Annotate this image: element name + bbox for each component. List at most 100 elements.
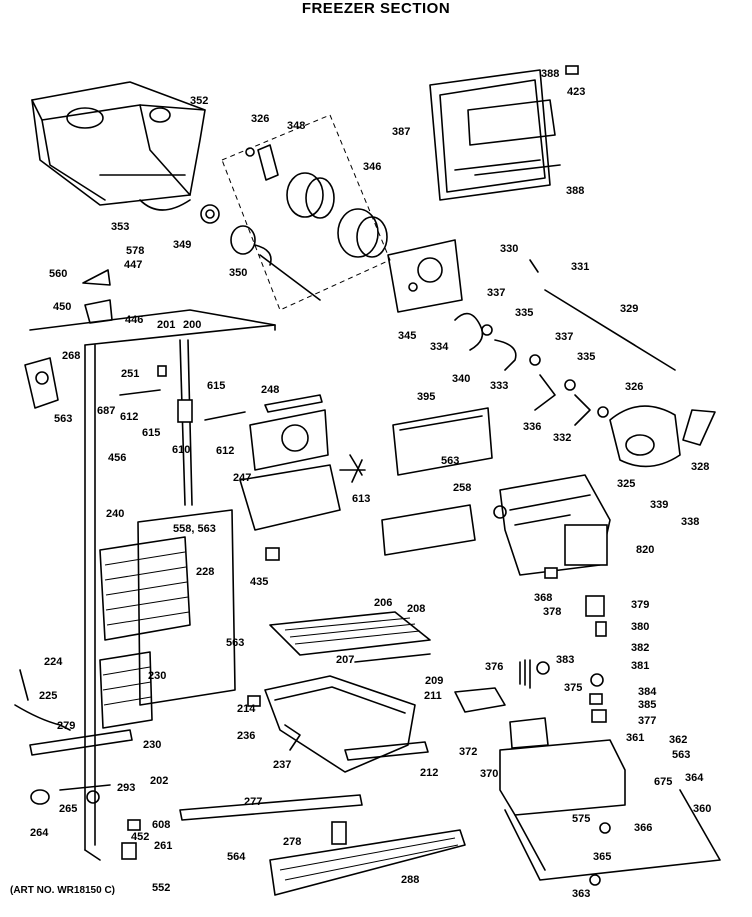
label-349: 349 — [173, 239, 192, 251]
label-338: 338 — [681, 516, 700, 528]
label-423: 423 — [567, 86, 586, 98]
label-375: 375 — [564, 682, 583, 694]
label-279: 279 — [57, 720, 76, 732]
art-number: (ART NO. WR18150 C) — [10, 885, 116, 896]
label-364: 364 — [685, 772, 704, 784]
label-288: 288 — [401, 874, 420, 886]
label-610: 610 — [172, 444, 191, 456]
label-362: 362 — [669, 734, 688, 746]
label-365: 365 — [593, 851, 612, 863]
label-278: 278 — [283, 836, 302, 848]
label-335-b: 335 — [577, 351, 596, 363]
label-329: 329 — [620, 303, 639, 315]
label-372: 372 — [459, 746, 478, 758]
left-side-parts-drawing — [14, 269, 466, 896]
label-251: 251 — [121, 368, 140, 380]
label-366: 366 — [634, 822, 653, 834]
label-615-a: 615 — [207, 380, 226, 392]
label-325: 325 — [617, 478, 636, 490]
label-608: 608 — [152, 819, 171, 831]
label-337-b: 337 — [555, 331, 574, 343]
label-340: 340 — [452, 373, 471, 385]
label-201: 201 — [157, 319, 176, 331]
label-447: 447 — [124, 259, 143, 271]
evaporator-drawing — [99, 509, 236, 729]
label-228: 228 — [196, 566, 215, 578]
label-237: 237 — [273, 759, 292, 771]
label-350: 350 — [229, 267, 248, 279]
label-353: 353 — [111, 221, 130, 233]
label-452: 452 — [131, 831, 150, 843]
label-337-a: 337 — [487, 287, 506, 299]
auger-motor-parts — [200, 114, 391, 311]
label-361: 361 — [626, 732, 645, 744]
label-206: 206 — [374, 597, 393, 609]
label-363: 363 — [572, 888, 591, 900]
label-552: 552 — [152, 882, 171, 894]
ice-bucket-drawing — [31, 81, 206, 211]
label-377: 377 — [638, 715, 657, 727]
label-214: 214 — [237, 703, 256, 715]
label-388-bottom: 388 — [566, 185, 585, 197]
label-395: 395 — [417, 391, 436, 403]
label-675: 675 — [654, 776, 673, 788]
label-348: 348 — [287, 120, 306, 132]
label-225: 225 — [39, 690, 58, 702]
label-277: 277 — [244, 796, 263, 808]
label-236: 236 — [237, 730, 256, 742]
label-558-563: 558, 563 — [173, 523, 216, 535]
label-333: 333 — [490, 380, 509, 392]
label-381: 381 — [631, 660, 650, 672]
label-335-a: 335 — [515, 307, 534, 319]
label-578: 578 — [126, 245, 145, 257]
label-368: 368 — [534, 592, 553, 604]
label-261: 261 — [154, 840, 173, 852]
machine-compartment-drawing — [454, 687, 721, 886]
label-456: 456 — [108, 452, 127, 464]
label-378: 378 — [543, 606, 562, 618]
label-564: 564 — [227, 851, 246, 863]
label-613: 613 — [352, 493, 371, 505]
label-379: 379 — [631, 599, 650, 611]
label-268: 268 — [62, 350, 81, 362]
label-360: 360 — [693, 803, 712, 815]
label-339: 339 — [650, 499, 669, 511]
label-446: 446 — [125, 314, 144, 326]
label-336: 336 — [523, 421, 542, 433]
label-209: 209 — [425, 675, 444, 687]
label-326-b: 326 — [625, 381, 644, 393]
label-293: 293 — [117, 782, 136, 794]
motor-bracket-drawing — [387, 239, 676, 426]
label-352: 352 — [190, 95, 209, 107]
label-612-a: 612 — [120, 411, 139, 423]
label-380: 380 — [631, 621, 650, 633]
label-376: 376 — [485, 661, 504, 673]
label-248: 248 — [261, 384, 280, 396]
label-383: 383 — [556, 654, 575, 666]
label-346: 346 — [363, 161, 382, 173]
label-224: 224 — [44, 656, 63, 668]
label-200: 200 — [183, 319, 202, 331]
control-panel-drawing — [381, 407, 493, 556]
label-384: 384 — [638, 686, 657, 698]
label-575: 575 — [572, 813, 591, 825]
label-563-a: 563 — [54, 413, 73, 425]
label-612-b: 612 — [216, 445, 235, 457]
label-563-b: 563 — [441, 455, 460, 467]
label-207: 207 — [336, 654, 355, 666]
label-265: 265 — [59, 803, 78, 815]
label-331: 331 — [571, 261, 590, 273]
label-820: 820 — [636, 544, 655, 556]
dispenser-panel-drawing — [429, 65, 579, 201]
label-615-b: 615 — [142, 427, 161, 439]
label-435: 435 — [250, 576, 269, 588]
label-264: 264 — [30, 827, 49, 839]
label-334: 334 — [430, 341, 449, 353]
label-230-a: 230 — [148, 670, 167, 682]
label-563-d: 563 — [672, 749, 691, 761]
label-345: 345 — [398, 330, 417, 342]
fan-shroud-drawing — [239, 394, 366, 561]
label-212: 212 — [420, 767, 439, 779]
